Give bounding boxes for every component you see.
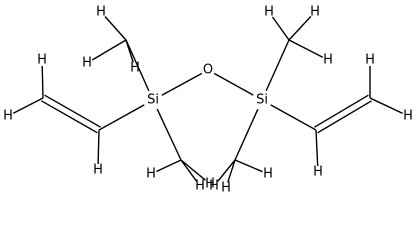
single-bond-line (125, 39, 150, 92)
single-bond-line (161, 72, 203, 96)
atom-label-h: H (263, 167, 273, 182)
single-bond-line (156, 108, 182, 161)
atom-label-h: H (195, 179, 205, 194)
double-bond-line (317, 100, 372, 134)
single-bond-line (234, 108, 259, 161)
single-bond-line (104, 16, 127, 41)
single-bond-line (156, 159, 182, 173)
single-bond-line (97, 129, 100, 165)
single-bond-line (315, 129, 319, 167)
atom-label-si: Si (256, 93, 268, 108)
single-bond-line (98, 104, 145, 131)
atom-label-h: H (3, 109, 13, 124)
single-bond-line (217, 159, 236, 182)
atom-label-h: H (93, 163, 103, 178)
single-bond-line (288, 15, 312, 41)
atom-label-h: H (130, 61, 140, 76)
single-bond-line (41, 65, 44, 99)
single-bond-line (270, 104, 317, 131)
single-bond-line (271, 16, 290, 41)
single-bond-line (12, 97, 44, 114)
atom-label-h: H (403, 109, 413, 124)
atom-label-h: H (146, 167, 156, 182)
atom-label-h: H (96, 5, 106, 20)
single-bond-line (288, 39, 324, 58)
single-bond-line (234, 159, 263, 173)
single-bond-line (265, 39, 290, 92)
atom-label-h: H (209, 179, 219, 194)
atom-label-h: H (313, 165, 323, 180)
single-bond-line (369, 97, 403, 115)
atom-label-h: H (264, 5, 274, 20)
single-bond-line (213, 72, 254, 96)
atom-label-h: H (221, 181, 231, 196)
single-bond-line (227, 159, 236, 183)
atom-label-h: H (205, 177, 215, 192)
double-bond-line (41, 100, 98, 134)
double-bond-line (44, 94, 101, 128)
single-bond-line (91, 39, 127, 61)
single-bond-line (180, 159, 206, 181)
single-bond-line (180, 159, 198, 182)
atom-label-h: H (82, 56, 92, 71)
double-bond-line (314, 94, 369, 128)
atom-label-si: Si (147, 93, 159, 108)
bond-layer (12, 15, 403, 183)
atom-label-h: H (323, 53, 333, 68)
atom-label-h: H (37, 53, 47, 68)
single-bond-line (125, 39, 134, 63)
atom-label-o: O (203, 63, 213, 78)
atom-label-h: H (310, 5, 320, 20)
atom-label-h: H (365, 53, 375, 68)
